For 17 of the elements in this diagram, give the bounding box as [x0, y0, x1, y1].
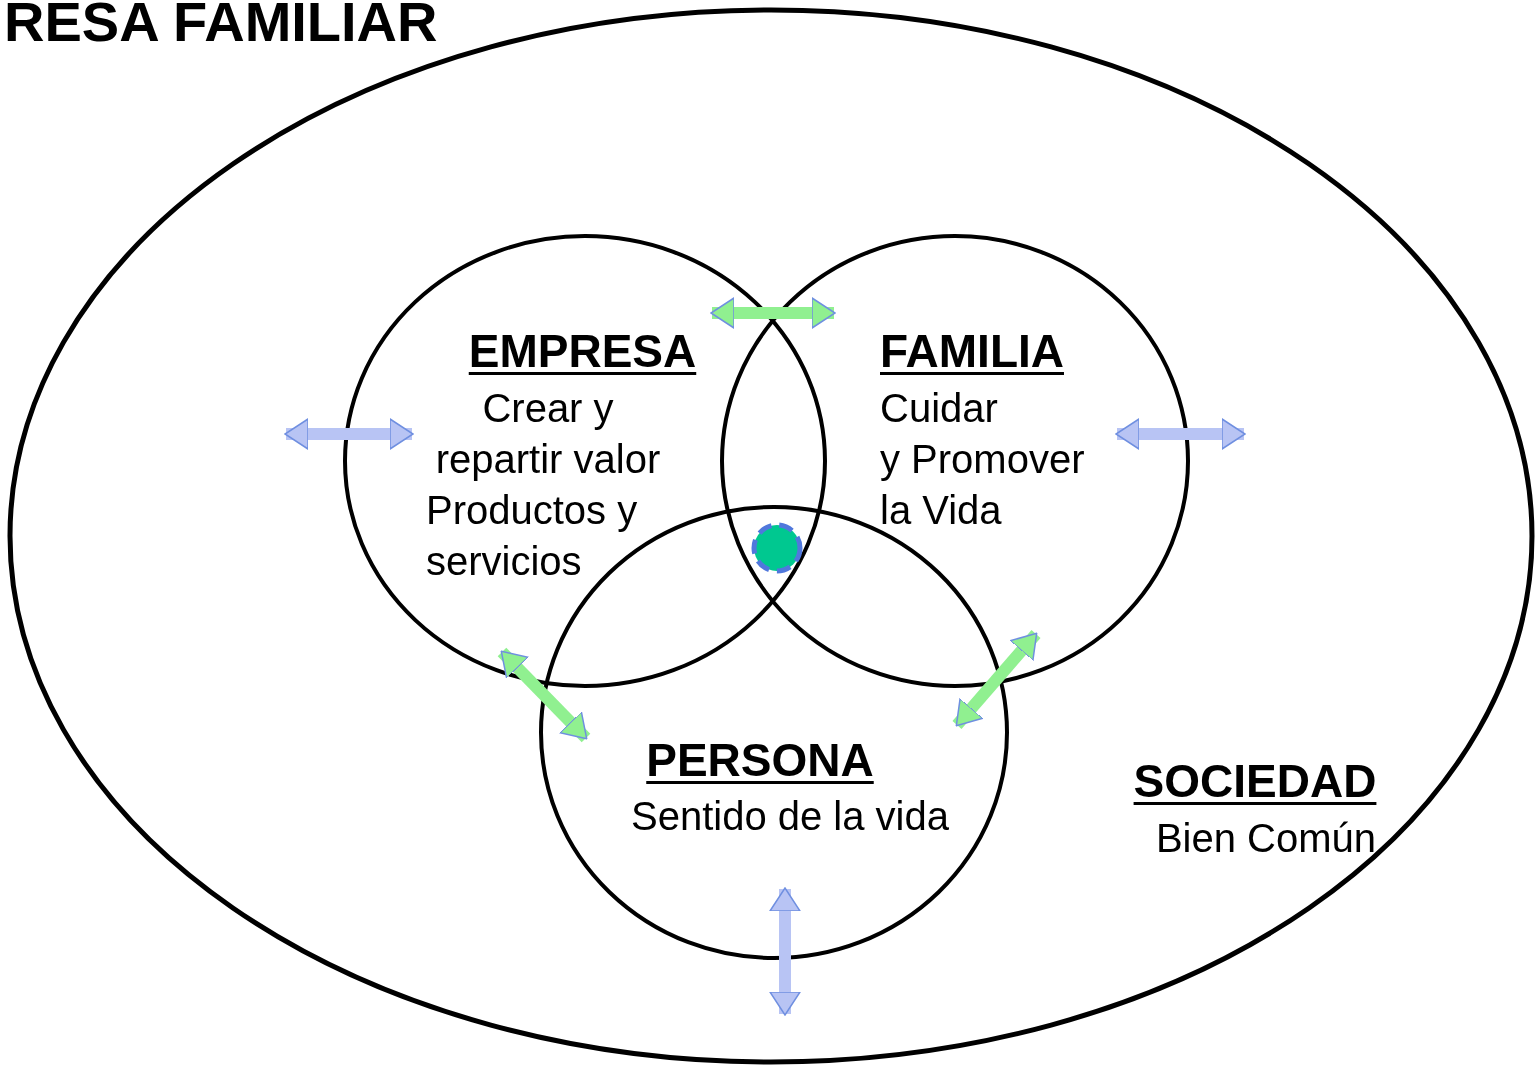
heading: FAMILIA	[880, 326, 1065, 376]
description: Sentido de la vida	[630, 793, 950, 840]
double-arrow	[710, 297, 836, 329]
double-arrow	[769, 887, 801, 1016]
description: y Promover la Vida	[880, 436, 1086, 534]
description: Crear y repartir valor	[434, 385, 662, 483]
heading: SOCIEDAD	[1132, 756, 1378, 806]
double-arrow	[1115, 418, 1246, 450]
description: Bien Común	[1154, 815, 1376, 862]
heading: PERSONA	[645, 735, 875, 785]
title: RESA FAMILIAR	[4, 0, 438, 50]
heading: EMPRESA	[467, 326, 698, 376]
description: Cuidar	[880, 385, 999, 432]
description: Productos y servicios	[426, 487, 639, 585]
double-arrow	[284, 418, 414, 450]
double-arrow	[952, 630, 1041, 729]
double-arrow	[497, 647, 591, 743]
